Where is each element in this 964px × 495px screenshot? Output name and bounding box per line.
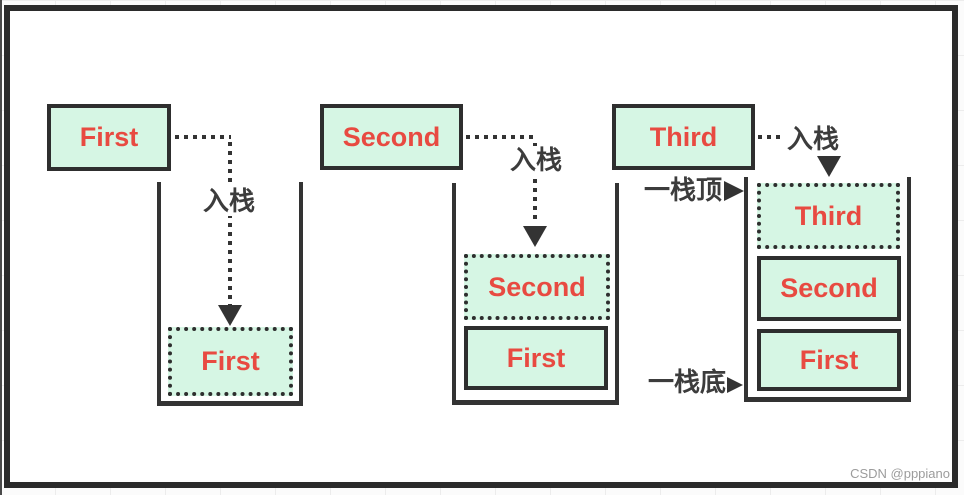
- arrow-down-icon: [218, 305, 242, 326]
- push-operation-label: 入栈: [508, 145, 565, 175]
- stack-item: Second: [464, 254, 610, 320]
- stack-container-3: [744, 177, 911, 402]
- incoming-box-second: Second: [320, 104, 463, 170]
- stack-item: First: [168, 327, 293, 396]
- stack-item-label: First: [799, 344, 859, 375]
- arrow-down-icon: [817, 156, 841, 177]
- window-edge-line: [0, 0, 2, 495]
- incoming-box-first: First: [47, 104, 171, 171]
- dotted-connector-horizontal: [466, 135, 536, 139]
- incoming-box-third-label: Third: [649, 121, 718, 152]
- stack-container-2: [452, 183, 619, 405]
- dotted-connector-vertical: [228, 142, 232, 305]
- dotted-connector-vertical: [533, 143, 537, 223]
- incoming-box-first-label: First: [79, 122, 139, 152]
- stack-container-1: [157, 182, 303, 406]
- watermark: CSDN @pppiano: [850, 466, 950, 481]
- incoming-box-second-label: Second: [342, 121, 441, 152]
- stack-item: First: [464, 326, 608, 390]
- stack-item-label: Second: [780, 273, 878, 303]
- stack-item: First: [757, 329, 901, 391]
- arrow-down-icon: [523, 226, 547, 247]
- stack-item-label: First: [201, 346, 260, 376]
- stack-bottom-annotation: 一栈底: [647, 367, 726, 397]
- dotted-connector-horizontal: [758, 135, 786, 139]
- stack-item-label: First: [506, 342, 566, 373]
- arrow-right-icon: [727, 377, 743, 393]
- stack-item: Third: [757, 183, 900, 249]
- stack-item-label: Second: [488, 271, 586, 302]
- incoming-box-third: Third: [612, 104, 755, 170]
- dotted-connector-horizontal: [175, 135, 231, 139]
- push-operation-label: 入栈: [785, 124, 842, 154]
- stack-item: Second: [757, 256, 901, 321]
- arrow-right-icon: [724, 181, 744, 201]
- stack-top-annotation: 一栈顶: [643, 175, 722, 205]
- stack-item-label: Third: [794, 200, 863, 231]
- push-operation-label: 入栈: [201, 186, 258, 216]
